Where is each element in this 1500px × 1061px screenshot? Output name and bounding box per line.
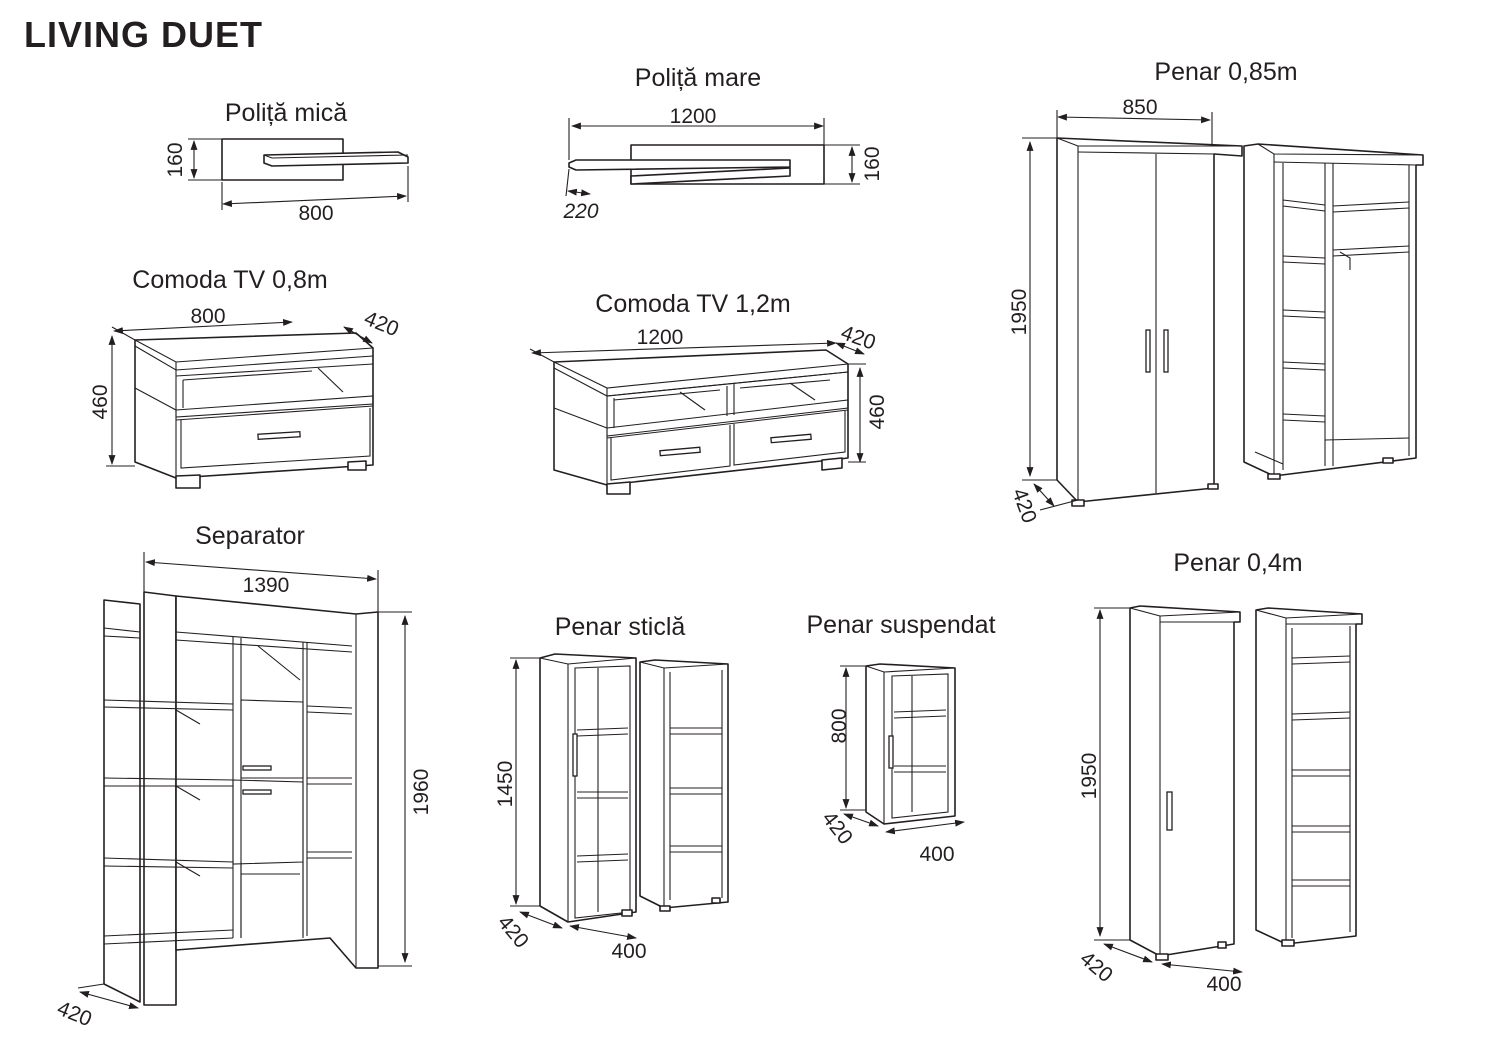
penar-085-depth: 420 bbox=[1007, 485, 1041, 526]
polita-mare-height: 160 bbox=[861, 146, 884, 181]
polita-mica-height: 160 bbox=[164, 142, 187, 177]
comoda-12-drawing: Comoda TV 1,2m 1200 420 460 bbox=[529, 290, 889, 495]
penar-04-label: Penar 0,4m bbox=[1173, 549, 1302, 577]
penar-085-label: Penar 0,85m bbox=[1154, 58, 1297, 86]
polita-mare-label: Poliță mare bbox=[635, 64, 761, 92]
polita-mica-drawing: Poliță mică 160 800 bbox=[164, 99, 409, 225]
comoda-12-depth: 420 bbox=[838, 321, 879, 355]
penar-04-depth: 420 bbox=[1075, 947, 1117, 987]
penar-04-height: 1950 bbox=[1078, 753, 1101, 800]
penar-04-width: 400 bbox=[1206, 973, 1241, 996]
penar-suspendat-depth: 420 bbox=[817, 807, 857, 849]
polita-mica-label: Poliță mică bbox=[225, 99, 347, 127]
penar-suspendat-label: Penar suspendat bbox=[806, 611, 995, 639]
penar-sticla-width: 400 bbox=[611, 940, 646, 963]
penar-sticla-height: 1450 bbox=[494, 761, 517, 808]
penar-085-drawing: Penar 0,85m 850 1950 bbox=[1007, 58, 1424, 526]
comoda-08-label: Comoda TV 0,8m bbox=[132, 266, 327, 294]
separator-label: Separator bbox=[195, 522, 305, 550]
comoda-12-width: 1200 bbox=[637, 326, 684, 349]
separator-drawing: Separator 1390 bbox=[54, 522, 433, 1031]
penar-04-drawing: Penar 0,4m 1950 420 400 bbox=[1075, 549, 1363, 996]
comoda-08-width: 800 bbox=[190, 305, 225, 328]
penar-sticla-label: Penar sticlă bbox=[555, 613, 686, 641]
comoda-08-drawing: Comoda TV 0,8m 800 420 460 bbox=[89, 266, 402, 489]
comoda-08-depth: 420 bbox=[361, 307, 402, 341]
comoda-08-height: 460 bbox=[89, 384, 112, 419]
penar-suspendat-height: 800 bbox=[828, 708, 851, 743]
comoda-12-height: 460 bbox=[866, 394, 889, 429]
comoda-12-label: Comoda TV 1,2m bbox=[595, 290, 790, 318]
penar-085-height: 1950 bbox=[1008, 289, 1031, 336]
separator-depth: 420 bbox=[54, 997, 95, 1031]
penar-suspendat-width: 400 bbox=[919, 843, 954, 866]
penar-sticla-depth: 420 bbox=[493, 911, 533, 953]
polita-mare-depth: 220 bbox=[562, 200, 598, 223]
separator-height: 1960 bbox=[410, 769, 433, 816]
penar-085-width: 850 bbox=[1122, 96, 1157, 119]
polita-mare-drawing: Poliță mare 1200 220 160 bbox=[562, 64, 884, 223]
polita-mare-width: 1200 bbox=[670, 105, 717, 128]
polita-mica-width: 800 bbox=[298, 202, 333, 225]
penar-suspendat-drawing: Penar suspendat 800 420 400 bbox=[806, 611, 995, 866]
penar-sticla-drawing: Penar sticlă 1450 420 400 bbox=[493, 613, 729, 963]
separator-width: 1390 bbox=[243, 574, 290, 597]
page-title: LIVING DUET bbox=[24, 14, 264, 55]
